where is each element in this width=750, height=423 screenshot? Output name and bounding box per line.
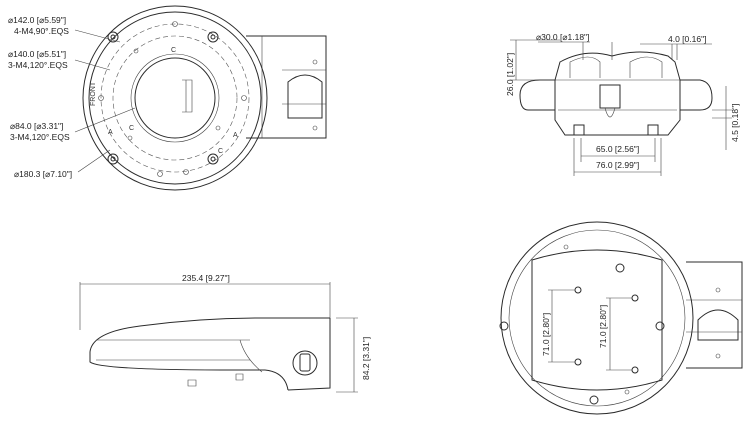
- dim-4: 4.0 [0.16"]: [668, 34, 706, 44]
- letter-c: C: [171, 47, 176, 54]
- center-opening: [134, 57, 216, 139]
- side-view: 235.4 [9.27"] 84.2 [3.31"]: [79, 273, 371, 393]
- dim-line-4: [640, 43, 712, 60]
- right-ear: [680, 79, 713, 111]
- bolt-circle-140: [112, 35, 238, 161]
- letter-c3: C: [218, 148, 223, 155]
- side-arm-end: [287, 318, 331, 391]
- dim-line-71-right: [606, 297, 632, 371]
- dim-84-holes: 3-M4,120°.EQS: [10, 132, 70, 142]
- bottom-outer: [500, 221, 694, 415]
- dim-71-right: 71.0 [2.80"]: [598, 305, 608, 348]
- arm-body: [554, 80, 681, 136]
- bottom-arm: [686, 261, 743, 369]
- leader-3: [74, 107, 136, 133]
- cable-outlet: [292, 350, 318, 376]
- dim-65: 65.0 [2.56"]: [596, 144, 639, 154]
- leader-1: [74, 29, 121, 43]
- letter-a2: A: [108, 129, 113, 136]
- leader-2: [74, 59, 111, 71]
- dim-142: ⌀142.0 [⌀5.59"]: [8, 15, 66, 25]
- bottom-arm-lines: [686, 299, 742, 333]
- dim-line-65: [580, 138, 656, 162]
- bolt-circle-142: [100, 23, 250, 173]
- dim-line-30: [538, 41, 613, 60]
- outer-ring: [82, 5, 268, 191]
- dim-line-26: [510, 39, 560, 81]
- lug-right: [647, 124, 659, 136]
- bottom-view: 71.0 [2.80"] 71.0 [2.80"]: [499, 221, 743, 415]
- arm-hole: [312, 59, 318, 65]
- dim-140: ⌀140.0 [⌀5.51"]: [8, 49, 66, 59]
- dim-235: 235.4 [9.27"]: [182, 273, 230, 283]
- dim-line-76: [573, 138, 662, 176]
- bottom-arm-hole: [715, 353, 721, 359]
- dim-26: 26.0 [1.02"]: [505, 53, 515, 96]
- side-tab: [235, 373, 244, 381]
- arm-divider: [282, 69, 326, 105]
- dim-84-2: 84.2 [3.31"]: [361, 337, 371, 380]
- bottom-plate: [531, 249, 663, 391]
- dim-45: 4.5 [0.18"]: [730, 104, 740, 142]
- arm-outline: [246, 35, 327, 139]
- letter-c2: C: [129, 125, 134, 132]
- left-ear: [519, 79, 556, 111]
- front-view: ⌀30.0 [⌀1.18"] 4.0 [0.16"] 26.0 [1.02"] …: [505, 32, 740, 176]
- dim-142-holes: 4-M4,90°.EQS: [14, 26, 69, 36]
- arm-lines: [555, 79, 680, 111]
- dim-76: 76.0 [2.99"]: [596, 160, 639, 170]
- bottom-arm-hole: [715, 287, 721, 293]
- lug-left: [573, 124, 585, 136]
- side-top: [89, 317, 330, 353]
- leader-4: [77, 149, 111, 173]
- cable-outlet-slot: [299, 353, 311, 372]
- arm-left-loop: [569, 56, 601, 78]
- dim-71-left: 71.0 [2.80"]: [541, 313, 551, 356]
- mount-holes: [98, 21, 247, 177]
- side-ribs: [96, 339, 250, 361]
- dim-line-235: [79, 282, 331, 330]
- dim-140-holes: 3-M4,120°.EQS: [8, 60, 68, 70]
- dim-line-71-left: [548, 289, 575, 363]
- side-bottom-left: [89, 352, 289, 391]
- dim-30: ⌀30.0 [⌀1.18"]: [536, 32, 589, 42]
- outer-ring-inner: [88, 11, 262, 185]
- front-label: FRONT: [90, 81, 97, 106]
- dim-180: ⌀180.3 [⌀7.10"]: [14, 169, 72, 179]
- arm-hole: [312, 125, 318, 131]
- bottom-ring: [508, 229, 686, 407]
- side-curve: [239, 339, 263, 373]
- dim-84: ⌀84.0 [⌀3.31"]: [10, 121, 63, 131]
- arm-slot: [287, 74, 323, 119]
- top-view: C A C A C FRONT ⌀142.0 [⌀5.59"] 4-M4,90°…: [8, 5, 327, 191]
- side-tab: [187, 379, 197, 387]
- dim-line-45: [712, 86, 732, 150]
- center-clip: [182, 79, 193, 113]
- letter-a: A: [233, 132, 238, 139]
- arm-top: [554, 51, 681, 81]
- bottom-holes: [499, 244, 665, 405]
- bottom-slot: [697, 309, 739, 341]
- arm-right-loop: [629, 56, 663, 78]
- cable-loop: [604, 107, 616, 118]
- bolt-circle-84: [130, 53, 220, 143]
- dim-line-84: [336, 317, 358, 393]
- center-cable: [599, 84, 621, 109]
